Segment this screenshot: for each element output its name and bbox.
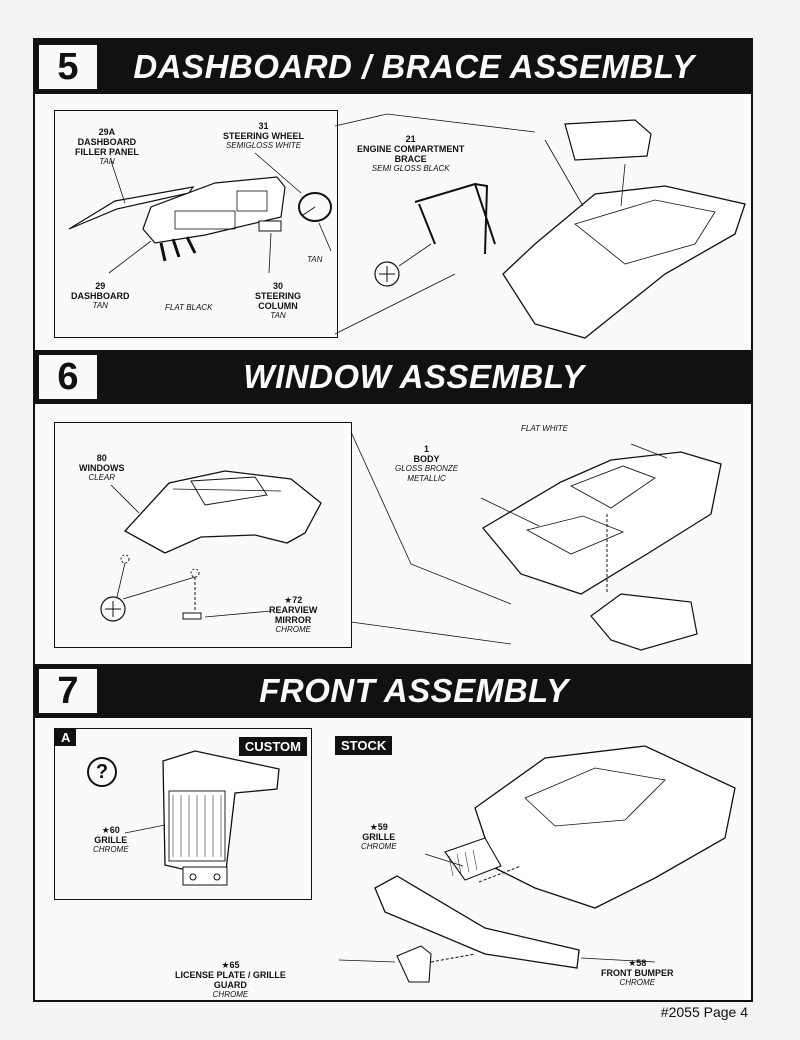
step-6-body: 80 WINDOWS CLEAR ★72 REARVIEW MIRROR CHR… <box>35 404 751 662</box>
step-title: DASHBOARD / BRACE ASSEMBLY <box>133 48 695 85</box>
note-tan: TAN <box>307 255 323 264</box>
inset-letter: A <box>55 729 77 746</box>
step-5-body: 29A DASHBOARD FILLER PANEL TAN 31 STEERI… <box>35 94 751 348</box>
note-flat-black: FLAT BLACK <box>165 303 213 312</box>
custom-grille-drawing <box>124 750 280 886</box>
dashboard-drawing <box>68 152 332 274</box>
part-label-21: 21 ENGINE COMPARTMENT BRACE SEMI GLOSS B… <box>357 134 465 173</box>
part-label-59: ★59 GRILLE CHROME <box>361 822 397 851</box>
windows-drawing <box>100 470 322 622</box>
part-label-1: 1 BODY GLOSS BRONZE METALLIC <box>395 444 459 483</box>
body-drawing <box>350 431 722 651</box>
dashboard-inset: 29A DASHBOARD FILLER PANEL TAN 31 STEERI… <box>54 110 338 338</box>
part-label-65: ★65 LICENSE PLATE / GRILLE GUARD CHROME <box>175 960 286 999</box>
question-icon: ? <box>87 757 117 787</box>
front-drawing <box>338 745 736 983</box>
step-number: 5 <box>39 45 97 89</box>
page-number: #2055 Page 4 <box>660 1004 748 1020</box>
stock-tag: STOCK <box>335 736 393 755</box>
step-title: WINDOW ASSEMBLY <box>243 358 585 395</box>
step-5-header: 5 DASHBOARD / BRACE ASSEMBLY <box>35 40 751 94</box>
instruction-page: 5 DASHBOARD / BRACE ASSEMBLY <box>33 38 753 1002</box>
part-label-31: 31 STEERING WHEEL SEMIGLOSS WHITE <box>223 121 305 150</box>
custom-tag: CUSTOM <box>238 737 307 756</box>
step-title: FRONT ASSEMBLY <box>259 672 569 709</box>
part-label-30: 30 STEERING COLUMN TAN <box>255 281 302 320</box>
step-number: 7 <box>39 669 97 713</box>
brace-drawing <box>334 113 746 339</box>
part-label-58: ★58 FRONT BUMPER CHROME <box>601 958 674 987</box>
part-label-29: 29 DASHBOARD TAN <box>71 281 130 310</box>
windows-inset: 80 WINDOWS CLEAR ★72 REARVIEW MIRROR CHR… <box>54 422 352 648</box>
note-flat-white: FLAT WHITE <box>521 424 568 433</box>
custom-inset: A CUSTOM ? ★60 GRILLE CHROME <box>54 728 312 900</box>
step-7-header: 7 FRONT ASSEMBLY <box>35 664 751 718</box>
part-label-80: 80 WINDOWS CLEAR <box>79 453 125 482</box>
part-label-29a: 29A DASHBOARD FILLER PANEL TAN <box>75 127 139 166</box>
step-6-header: 6 WINDOW ASSEMBLY <box>35 350 751 404</box>
step-number: 6 <box>39 355 97 399</box>
part-label-60: ★60 GRILLE CHROME <box>93 825 129 854</box>
step-7-body: A CUSTOM ? ★60 GRILLE CHROME STOCK <box>35 718 751 999</box>
part-label-72: ★72 REARVIEW MIRROR CHROME <box>269 595 318 634</box>
